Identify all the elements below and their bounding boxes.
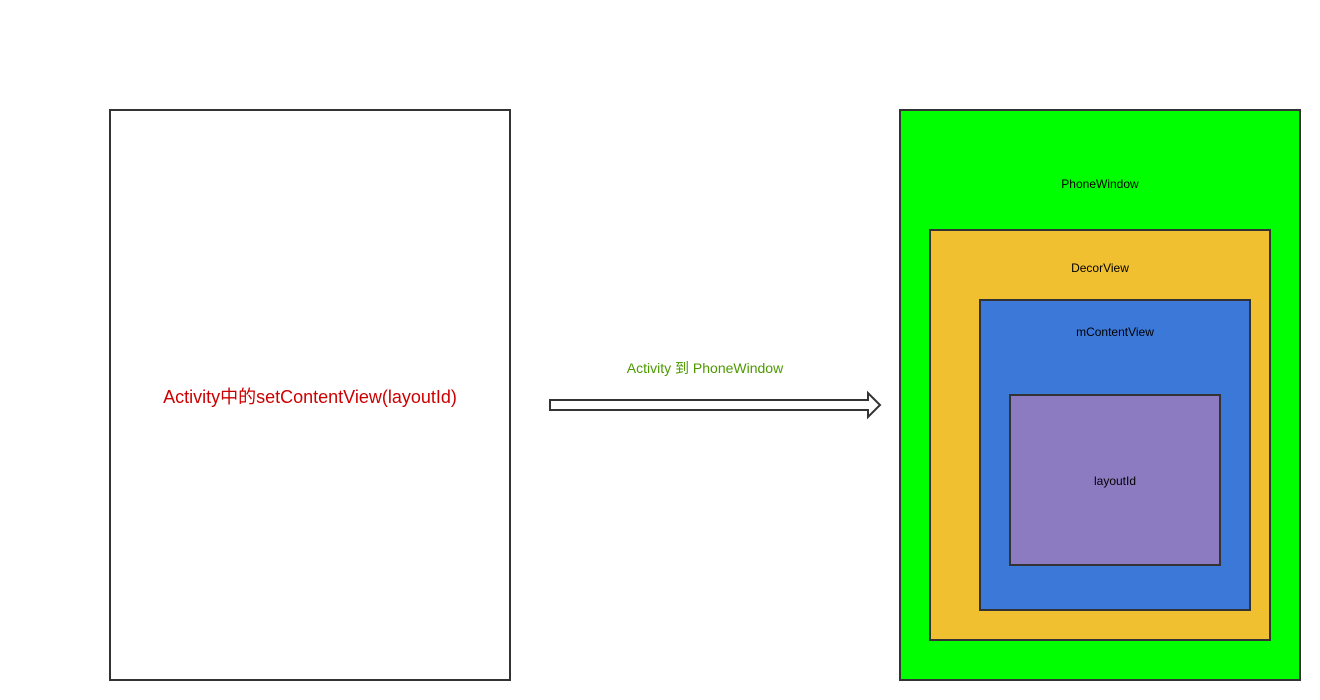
right-arrow-icon	[549, 390, 882, 420]
decor-view-label: DecorView	[1071, 261, 1129, 275]
content-view-label: mContentView	[1076, 325, 1154, 339]
layout-id-box: layoutId	[1009, 394, 1221, 566]
activity-box: Activity中的setContentView(layoutId)	[109, 109, 511, 681]
arrow-label: Activity 到 PhoneWindow	[626, 360, 784, 376]
layout-id-label: layoutId	[1093, 474, 1137, 488]
activity-label: Activity中的setContentView(layoutId)	[163, 387, 457, 407]
phone-window-label: PhoneWindow	[1061, 177, 1139, 191]
